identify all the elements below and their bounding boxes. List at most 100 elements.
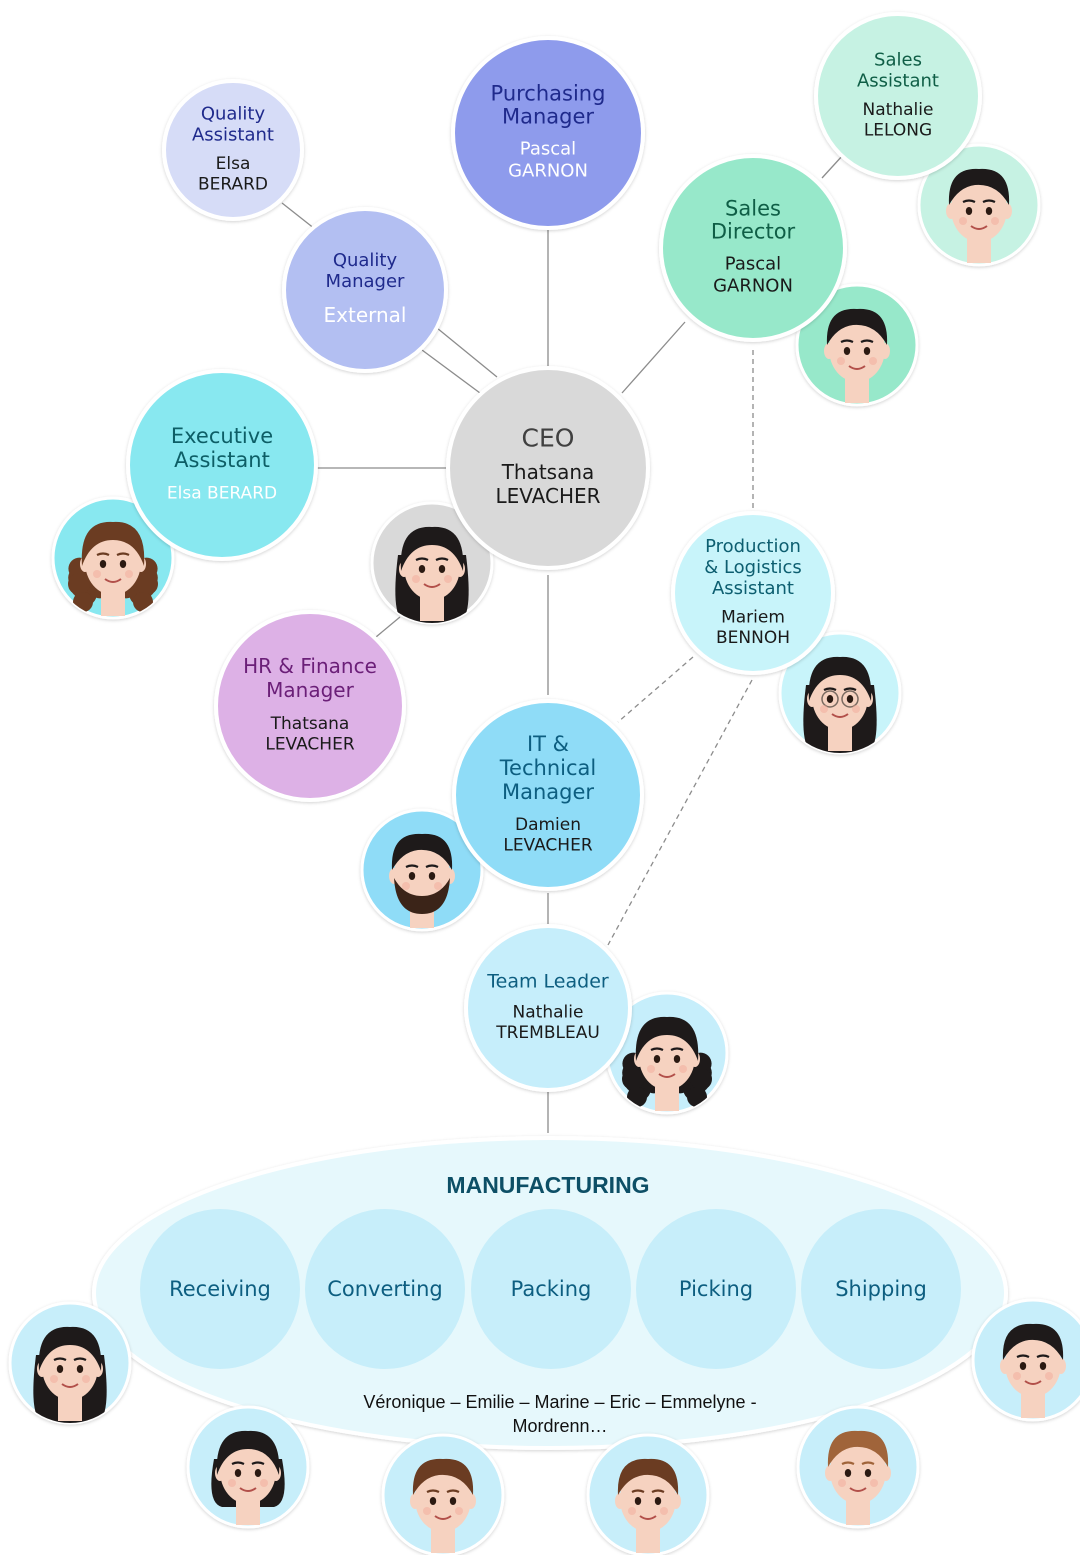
avatar-w3	[381, 1433, 505, 1555]
avatar-it	[360, 808, 484, 932]
node-title-line: Manager	[502, 105, 594, 129]
node-circle	[126, 369, 318, 561]
node-circle	[451, 36, 645, 230]
face	[415, 1466, 471, 1532]
node-production-logistics-assistant: Production& LogisticsAssistantMariemBENN…	[671, 511, 835, 675]
node-name-line: BERARD	[198, 174, 268, 194]
department-label: Converting	[327, 1277, 443, 1301]
connector-lines	[281, 154, 844, 1133]
node-title-line: Director	[711, 220, 796, 244]
node-circle	[214, 610, 406, 802]
line-sales-director-assistant	[821, 154, 844, 179]
node-circle	[464, 924, 632, 1092]
avatar-w4	[586, 1433, 710, 1555]
avatar-production	[778, 631, 902, 755]
manufacturing-members: Véronique – Emilie – Marine – Eric – Emm…	[363, 1392, 756, 1412]
node-title-line: Executive	[171, 424, 273, 448]
node-circle	[452, 699, 644, 891]
node-circle	[446, 366, 650, 570]
face	[951, 176, 1007, 242]
node-name-line: LEVACHER	[495, 484, 600, 508]
node-title-line: Assistant	[857, 70, 939, 91]
node-title-line: IT &	[527, 732, 569, 756]
face	[1005, 1331, 1061, 1397]
avatar-ceo_hr	[370, 501, 494, 625]
node-name-line: LELONG	[864, 120, 932, 140]
node-title-line: Quality	[201, 103, 266, 124]
node-name-line: Pascal	[725, 254, 781, 275]
avatar-w5	[796, 1405, 920, 1529]
department-converting: Converting	[305, 1209, 465, 1369]
avatar-w1	[8, 1301, 132, 1425]
avatar-sales_assistant	[917, 143, 1041, 267]
node-circle	[659, 154, 847, 342]
department-receiving: Receiving	[140, 1209, 300, 1369]
node-name-line: Elsa BERARD	[167, 483, 277, 503]
node-title-line: Manager	[326, 271, 405, 292]
face	[394, 841, 450, 907]
department-circle	[140, 1209, 300, 1369]
manufacturing-title: MANUFACTURING	[446, 1172, 649, 1198]
node-title-line: Team Leader	[486, 971, 609, 993]
department-circle	[636, 1209, 796, 1369]
face	[830, 1438, 886, 1504]
line-ceo-hr	[375, 616, 401, 638]
node-name-line: LEVACHER	[503, 835, 592, 855]
node-title-line: Sales	[874, 49, 922, 70]
node-name-line: Thatsana	[501, 460, 595, 484]
node-name-line: Nathalie	[513, 1003, 584, 1023]
department-label: Receiving	[169, 1277, 271, 1301]
node-title-line: CEO	[522, 424, 575, 453]
face	[220, 1438, 276, 1504]
avatar-executive_assistant	[51, 496, 175, 620]
department-shipping: Shipping	[801, 1209, 961, 1369]
face	[639, 1024, 695, 1090]
avatar-w2	[186, 1405, 310, 1529]
node-title-line: Manager	[502, 780, 594, 804]
node-name-line: Pascal	[520, 139, 576, 160]
avatar-w6	[971, 1298, 1080, 1422]
department-circle	[801, 1209, 961, 1369]
manufacturing-group: MANUFACTURING Receiving Converting Packing P…	[92, 1136, 1008, 1450]
department-circle	[305, 1209, 465, 1369]
node-title-line: Purchasing	[491, 82, 606, 106]
line-ceo-sales-director	[621, 321, 686, 394]
node-name-line: Mariem	[721, 608, 785, 628]
line-ceo-quality-2	[421, 349, 481, 394]
department-picking: Picking	[636, 1209, 796, 1369]
department-label: Picking	[679, 1277, 753, 1301]
node-title-line: Assistant	[712, 578, 794, 599]
node-title-line: Manager	[266, 678, 354, 702]
node-title-line: & Logistics	[704, 557, 802, 578]
node-name-line: Elsa	[216, 154, 251, 174]
node-name-line: LEVACHER	[265, 734, 354, 754]
node-title-line: HR & Finance	[243, 654, 377, 678]
node-name-line: BENNOH	[716, 628, 790, 648]
node-circle	[814, 12, 982, 180]
department-label: Shipping	[835, 1277, 927, 1301]
department-circle	[471, 1209, 631, 1369]
face	[85, 529, 141, 595]
face	[620, 1466, 676, 1532]
manufacturing-members: Mordrenn…	[512, 1416, 607, 1436]
node-title-line: Sales	[725, 197, 781, 221]
role-nodes: CEOThatsanaLEVACHERPurchasingManagerPasc…	[126, 12, 982, 1092]
node-title-line: Technical	[499, 756, 596, 780]
node-name-line: GARNON	[508, 160, 588, 181]
node-circle	[162, 79, 304, 221]
face	[42, 1334, 98, 1400]
node-name-line: External	[324, 303, 407, 327]
face	[812, 664, 868, 730]
department-packing: Packing	[471, 1209, 631, 1369]
